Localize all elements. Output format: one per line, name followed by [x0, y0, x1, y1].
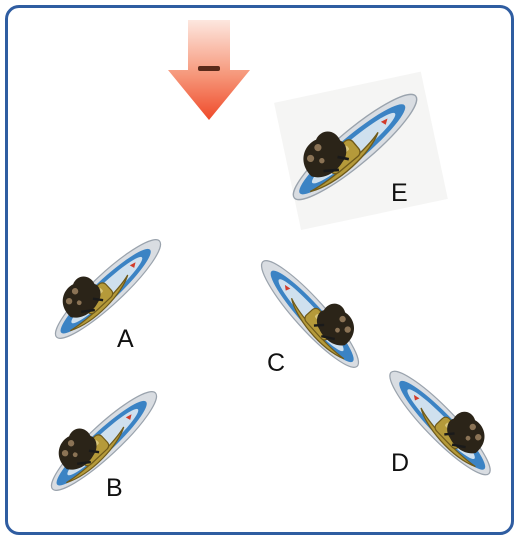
snowshoe-c: [250, 241, 380, 378]
snowshoe-a: [35, 218, 172, 350]
snowshoe-e: [272, 70, 448, 231]
down-arrow-icon: [168, 20, 250, 120]
label-e: E: [391, 179, 408, 207]
snowshoe-b: [31, 370, 168, 502]
label-b: B: [106, 474, 123, 502]
label-c: C: [267, 349, 286, 377]
arrow-tag-mark: [198, 66, 220, 71]
label-a: A: [117, 325, 134, 353]
label-d: D: [391, 449, 410, 477]
